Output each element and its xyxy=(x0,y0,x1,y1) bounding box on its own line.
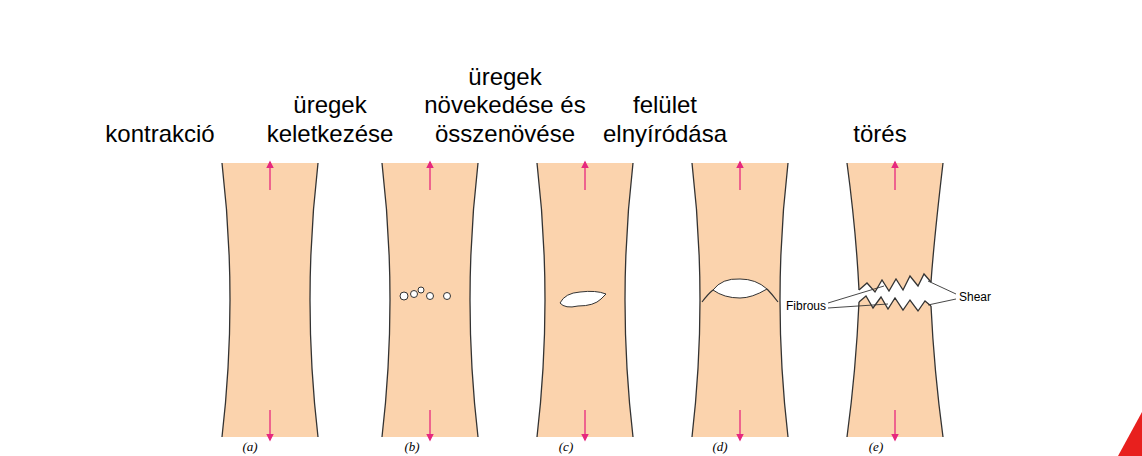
figure-letter: (b) xyxy=(404,440,419,453)
figure-letter: (c) xyxy=(559,440,573,453)
stage-heading: kontrakció xyxy=(75,120,245,148)
specimen xyxy=(382,163,478,437)
figure-letter: (d) xyxy=(712,440,727,453)
zone-label: Shear xyxy=(959,291,991,303)
figure-letter: (a) xyxy=(242,440,257,453)
specimen xyxy=(222,163,318,437)
specimen-upper-part xyxy=(847,163,943,292)
stage-heading: üregek keletkezése xyxy=(255,91,405,148)
stage-heading: felület elnyíródása xyxy=(590,91,740,148)
zone-label: Fibrous xyxy=(786,300,826,312)
figure-letter: (e) xyxy=(869,440,883,453)
specimen xyxy=(692,163,788,437)
specimen xyxy=(537,163,633,437)
stage-heading: üregek növekedése és összenövése xyxy=(418,63,593,148)
corner-mark xyxy=(1118,412,1142,456)
stage-heading: törés xyxy=(805,120,955,148)
